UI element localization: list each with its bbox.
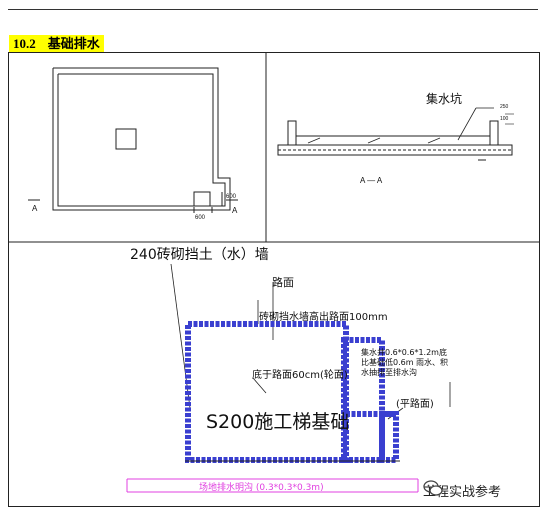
- plan-dim-bottom: 600: [195, 215, 206, 221]
- pit-note-line-1: 集水井0.6*0.6*1.2m底: [361, 348, 447, 357]
- plan-pit-box: [193, 191, 211, 207]
- foundation-detail: [126, 263, 451, 493]
- sump-label: 集水坑: [426, 92, 463, 106]
- plan-column-box: [115, 128, 137, 150]
- below-road-note: 底于路面60cm(轮面): [252, 370, 348, 381]
- pit-note-line-3: 水抽排至排水沟: [361, 368, 417, 377]
- drainage-ditch-label: 场地排水明沟 (0.3*0.3*0.3m): [199, 483, 324, 493]
- pit-note-line-2: 比基础低0.6m 雨水、积: [361, 358, 449, 367]
- section-title: 10.2 基础排水: [9, 35, 104, 52]
- watermark-text: 工程实战参考: [423, 484, 502, 500]
- plan-view: [28, 67, 238, 213]
- road-label: 路面: [272, 276, 294, 289]
- flat-road-label: (平路面): [396, 399, 434, 410]
- section-caption: A — A: [360, 176, 383, 185]
- section-number: 10.2: [13, 36, 36, 51]
- wall-height-note: 砖砌挡水墙高出路面100mm: [259, 312, 388, 323]
- pit-note: 集水井0.6*0.6*1.2m底 比基础低0.6m 雨水、积 水抽排至排水沟: [361, 348, 448, 378]
- plan-dim-side: 600: [226, 194, 237, 200]
- retaining-wall-label: 240砖砌挡土（水）墙: [130, 247, 269, 263]
- plan-section-mark-right: A: [232, 206, 238, 215]
- header-rule: [8, 9, 538, 10]
- wechat-icon: [423, 480, 443, 496]
- watermark: 工程实战参考: [423, 479, 501, 501]
- section-name: 基础排水: [47, 36, 100, 51]
- drawing-table-frame: [8, 52, 540, 507]
- section-dim-a: 250: [500, 104, 509, 110]
- foundation-label: S200施工梯基础: [206, 411, 350, 433]
- section-view: [277, 107, 514, 161]
- drawing-table: A A 600 600 集水坑 A — A 250 100 240砖砌挡土（水）…: [8, 52, 540, 507]
- section-dim-b: 100: [500, 116, 509, 122]
- plan-section-mark-left: A: [32, 204, 38, 213]
